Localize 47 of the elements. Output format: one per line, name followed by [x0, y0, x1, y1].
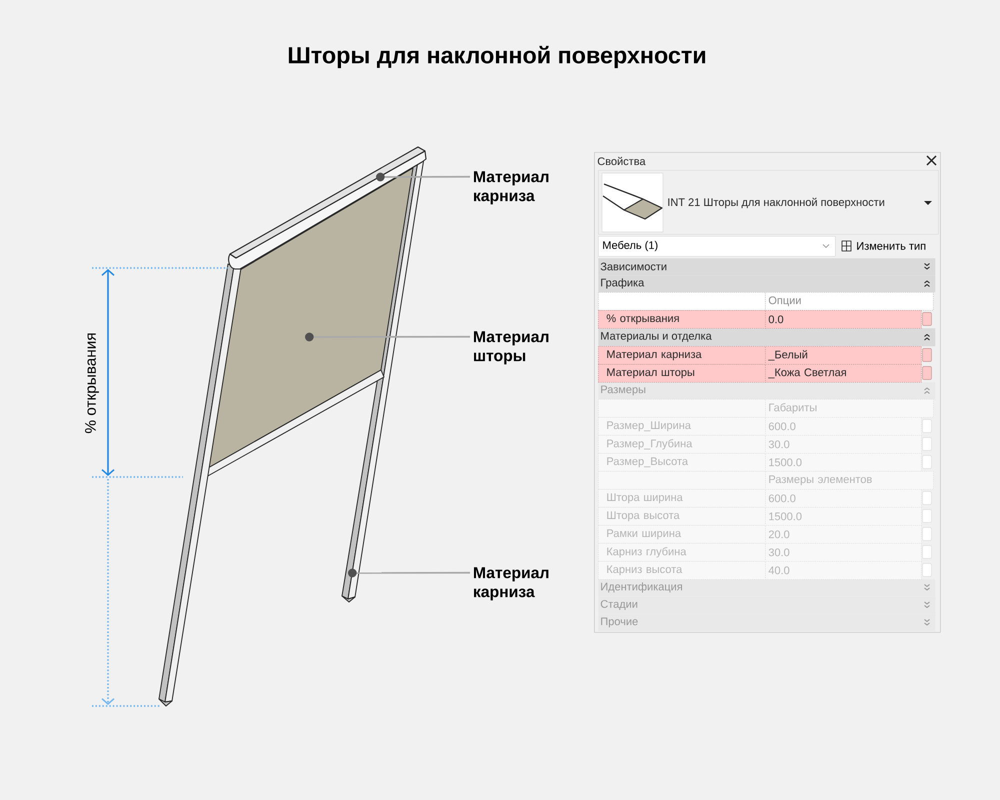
node-label: Стадии — [600, 600, 638, 610]
leader-line — [348, 568, 470, 578]
table-cell: Карниз глубина — [598, 543, 766, 562]
table-cell: Размер_Ширина — [598, 417, 766, 436]
section-header: Материалы и отделка — [598, 328, 936, 346]
table-cell: _Кожа Светлая — [765, 364, 922, 383]
table-cell: Материал шторы — [598, 364, 766, 383]
table-cell: Габариты — [765, 399, 934, 418]
dropdown-field: Мебель (1) — [598, 236, 836, 257]
node-label: Графика — [601, 278, 644, 289]
leader-line — [376, 172, 470, 182]
table-cell: Рамки ширина — [598, 525, 766, 544]
node-label: Зависимости — [600, 262, 666, 270]
leader-line — [305, 332, 470, 342]
table-cell: % открывания — [598, 310, 766, 329]
table-cell: 40.0 — [765, 561, 922, 580]
section-header: Идентификация — [598, 579, 936, 596]
section-header: Прочие — [598, 614, 936, 632]
node-label: Идентификация — [601, 582, 682, 593]
dimension-label: % открывания — [85, 333, 99, 434]
table-cell: Размер_Высота — [598, 453, 766, 472]
section-header: Графика — [598, 275, 936, 292]
table-cell: Штора высота — [598, 507, 766, 526]
section-header: Стадии — [598, 596, 936, 614]
callout-text: Материал шторы — [474, 331, 548, 364]
table-cell: 0.0 — [765, 310, 922, 329]
table-cell: 30.0 — [765, 435, 922, 454]
table-cell: 20.0 — [765, 525, 922, 544]
callout-text: Материал карниза — [474, 567, 548, 600]
table-cell: 600.0 — [765, 489, 922, 508]
table-cell: Размеры элементов — [765, 471, 934, 490]
title: Шторы для наклонной поверхности — [288, 46, 706, 68]
table-cell: Материал карниза — [598, 346, 766, 365]
edit-type-link: Изменить тип — [857, 242, 926, 250]
table-cell: 1500.0 — [765, 507, 922, 526]
section-header: Размеры — [598, 382, 936, 400]
table-cell: 1500.0 — [765, 453, 922, 472]
table-cell: _Белый — [765, 346, 922, 365]
table-cell: Карниз высота — [598, 561, 766, 580]
table-cell: 600.0 — [765, 417, 922, 436]
table-cell: 30.0 — [765, 543, 922, 562]
callout-text: Материал карниза — [474, 171, 548, 204]
table-cell: Размер_Глубина — [598, 435, 766, 454]
table-cell: Штора ширина — [598, 489, 766, 508]
node-label: Прочие — [601, 618, 638, 628]
table-cell: Опции — [765, 292, 934, 311]
section-header: Зависимости — [598, 258, 936, 276]
